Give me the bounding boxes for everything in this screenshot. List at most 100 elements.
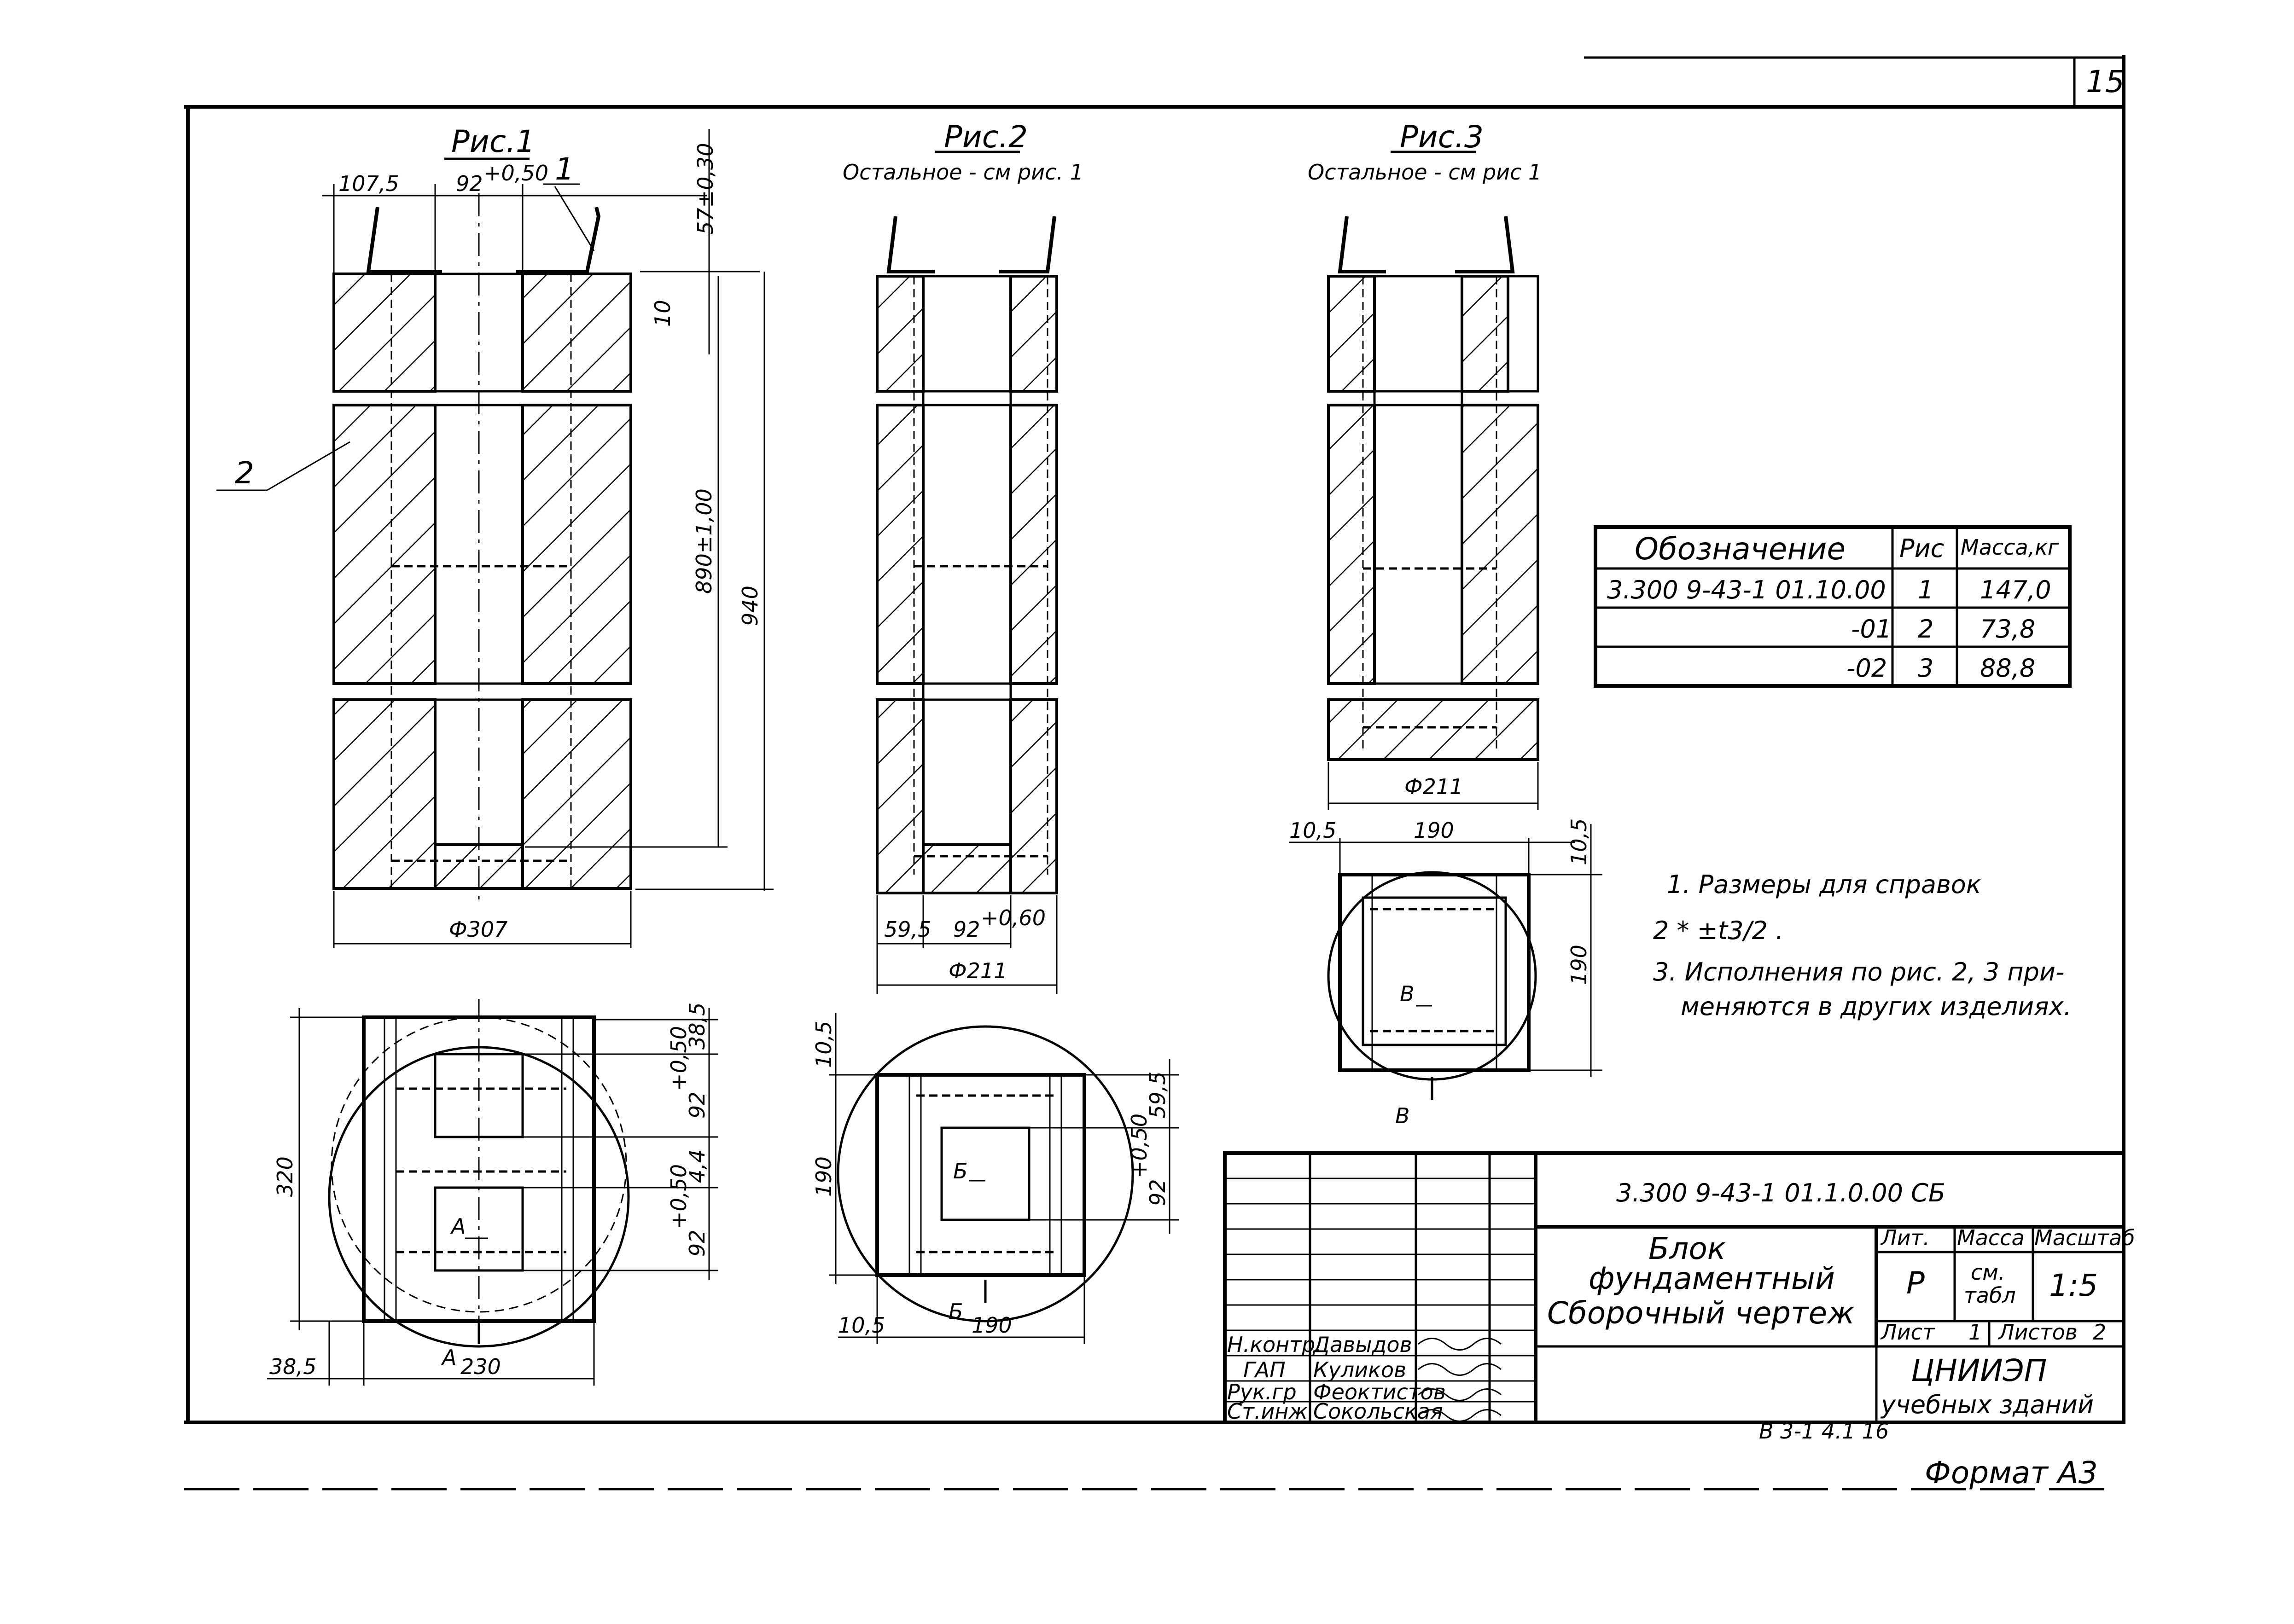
title-mass-value-1: см. bbox=[1971, 1260, 2005, 1285]
figure-3-dimensions: Ф211 bbox=[1327, 762, 1539, 810]
callout-2: 2 bbox=[235, 455, 254, 491]
dim-fig1-top-gap: 10 bbox=[650, 300, 675, 327]
note-3-line2: меняются в других изделиях. bbox=[1681, 992, 2072, 1021]
spec-row-1-designation: 3.300 9-43-1 01.10.00 bbox=[1607, 575, 1886, 604]
dim-plan2-bottom-off: 10,5 bbox=[838, 1313, 885, 1338]
signature-role-2: ГАП bbox=[1243, 1357, 1286, 1382]
plan2-section-label-b2: Б bbox=[949, 1299, 963, 1324]
spec-row-3-designation: -02 bbox=[1846, 654, 1887, 683]
title-mass-label: Масса bbox=[1957, 1225, 2025, 1250]
title-lit-value: Р bbox=[1906, 1265, 1925, 1301]
dim-fig2-diameter: Ф211 bbox=[949, 958, 1007, 983]
format-label: Формат А3 bbox=[1925, 1455, 2098, 1491]
title-org-line1: ЦНИИЭП bbox=[1911, 1353, 2047, 1388]
dim-fig3-diameter: Ф211 bbox=[1404, 774, 1463, 799]
dim-plan2-cell-tol: +0,50 bbox=[1127, 1114, 1152, 1178]
dim-plan2-height: 190 bbox=[811, 1156, 836, 1197]
plan-2: Б bbox=[837, 1025, 1134, 1322]
plan-2-dimensions: 10,5 190 59,5 92 +0,50 10,5 190 Б bbox=[811, 1013, 1179, 1344]
figure-2-elevation: Рис.2 Остальное - см рис. 1 bbox=[843, 119, 1083, 894]
callout-1: 1 bbox=[555, 151, 574, 187]
dim-plan1-top-off: 38,5 bbox=[685, 1003, 710, 1050]
note-3-line1: 3. Исполнения по рис. 2, 3 при- bbox=[1653, 957, 2064, 986]
plan-3-dimensions: 10,5 190 10,5 190 В bbox=[1289, 818, 1602, 1128]
title-block bbox=[1223, 1151, 2125, 1424]
title-sheets-label: Листов bbox=[1997, 1320, 2078, 1345]
dim-fig2-hole-width: 92 bbox=[953, 917, 980, 942]
spec-row-1-fig: 1 bbox=[1918, 575, 1933, 604]
title-sheets-value: 2 bbox=[2093, 1320, 2106, 1345]
dim-plan1-height: 320 bbox=[273, 1156, 297, 1197]
spec-table bbox=[1594, 525, 2072, 688]
dim-plan1-cell1: 92 bbox=[685, 1091, 710, 1119]
plan1-section-label-a1: А bbox=[450, 1214, 466, 1239]
sheet-frame bbox=[184, 55, 2125, 1491]
spec-header-fig: Рис bbox=[1899, 534, 1944, 563]
spec-row-1-mass: 147,0 bbox=[1980, 575, 2051, 604]
title-scale-label: Масштаб bbox=[2034, 1225, 2135, 1250]
dim-plan1-cell1-tol: +0,50 bbox=[666, 1026, 691, 1091]
dim-plan1-mid: 4,4 bbox=[685, 1149, 710, 1183]
dim-plan1-width: 230 bbox=[460, 1354, 501, 1379]
title-scale-value: 1:5 bbox=[2049, 1268, 2098, 1303]
dim-fig1-diameter: Ф307 bbox=[449, 917, 507, 942]
title-sheet-label: Лист bbox=[1880, 1320, 1935, 1345]
title-name-line1: Блок bbox=[1648, 1231, 1726, 1266]
plan2-section-label-b1: Б bbox=[953, 1159, 968, 1183]
dim-plan1-cell2-tol: +0,50 bbox=[666, 1164, 691, 1229]
signature-role-1: Н.контр. bbox=[1227, 1332, 1322, 1357]
dim-plan3-height: 190 bbox=[1566, 945, 1591, 985]
dim-plan1-left-off: 38,5 bbox=[269, 1354, 316, 1379]
spec-header-mass: Масса,кг bbox=[1961, 535, 2059, 560]
dim-fig2-left-width: 59,5 bbox=[884, 917, 931, 942]
signature-scribbles bbox=[1418, 1338, 1502, 1422]
figure-1-dimensions: 107,5 92 +0,50 1 57±0,30 10 890±1,00 940… bbox=[216, 129, 774, 948]
figure-2-title: Рис.2 bbox=[944, 119, 1028, 155]
spec-row-3-fig: 3 bbox=[1918, 654, 1933, 683]
figure-3-elevation: Рис.3 Остальное - см рис 1 bbox=[1308, 119, 1542, 761]
plan3-section-label-v1: В bbox=[1400, 981, 1415, 1006]
dim-plan1-cell2: 92 bbox=[685, 1230, 710, 1257]
signature-name-3: Феоктистов bbox=[1313, 1380, 1446, 1404]
figure-1-elevation: Рис.1 bbox=[332, 124, 632, 902]
plan1-section-label-a2: А bbox=[441, 1345, 456, 1370]
spec-row-2-designation: -01 bbox=[1851, 615, 1892, 644]
figure-3-title: Рис.3 bbox=[1400, 119, 1484, 155]
dim-plan2-cell: 92 bbox=[1145, 1179, 1170, 1206]
dim-fig1-left-width: 107,5 bbox=[338, 171, 399, 196]
dim-fig1-total-height: 940 bbox=[738, 586, 763, 626]
dim-fig1-hole-width: 92 bbox=[456, 171, 483, 196]
title-name-line2: фундаментный bbox=[1589, 1261, 1835, 1296]
title-code: 3.300 9-43-1 01.1.0.00 СБ bbox=[1616, 1178, 1945, 1207]
signature-name-1: Давыдов bbox=[1312, 1332, 1412, 1357]
title-sheet-value: 1 bbox=[1968, 1320, 1982, 1345]
signature-name-4: Сокольская bbox=[1313, 1399, 1443, 1424]
dim-fig1-hole-tol: +0,50 bbox=[483, 161, 548, 186]
dim-fig2-hole-tol: +0,60 bbox=[981, 905, 1046, 930]
plan-3: В bbox=[1327, 871, 1537, 1100]
plan-1-dimensions: 38,5 92 +0,50 4,4 92 +0,50 320 38,5 230 … bbox=[267, 1003, 718, 1386]
title-name-line3: Сборочный чертеж bbox=[1547, 1295, 1855, 1331]
note-1: 1. Размеры для справок bbox=[1667, 870, 1981, 899]
plan-1: А bbox=[328, 999, 630, 1348]
dim-plan2-top-off: 10,5 bbox=[811, 1021, 836, 1068]
dim-plan3-width: 190 bbox=[1414, 818, 1454, 843]
dim-plan3-left-off: 10,5 bbox=[1289, 818, 1336, 843]
title-org-line2: учебных зданий bbox=[1880, 1390, 2094, 1419]
spec-header-designation: Обозначение bbox=[1635, 531, 1846, 567]
figure-2-subtitle: Остальное - см рис. 1 bbox=[843, 160, 1083, 185]
figure-3-subtitle: Остальное - см рис 1 bbox=[1308, 160, 1542, 185]
signature-role-3: Рук.гр bbox=[1227, 1380, 1297, 1404]
figure-2-dimensions: 59,5 92 +0,60 Ф211 bbox=[876, 895, 1058, 994]
dim-plan2-width: 190 bbox=[972, 1313, 1012, 1338]
figure-1-title: Рис.1 bbox=[451, 124, 535, 159]
plan3-section-label-v2: В bbox=[1395, 1103, 1410, 1128]
spec-row-3-mass: 88,8 bbox=[1980, 654, 2035, 683]
title-lit-label: Лит. bbox=[1880, 1225, 1930, 1250]
dim-plan3-right-off: 10,5 bbox=[1566, 818, 1591, 865]
title-mass-value-2: табл bbox=[1964, 1283, 2016, 1308]
spec-row-2-fig: 2 bbox=[1918, 615, 1933, 644]
note-2: 2 * ±t3/2 . bbox=[1653, 916, 1783, 945]
dim-fig1-inner-height: 890±1,00 bbox=[692, 488, 716, 594]
dim-plan2-right-off: 59,5 bbox=[1145, 1072, 1170, 1119]
